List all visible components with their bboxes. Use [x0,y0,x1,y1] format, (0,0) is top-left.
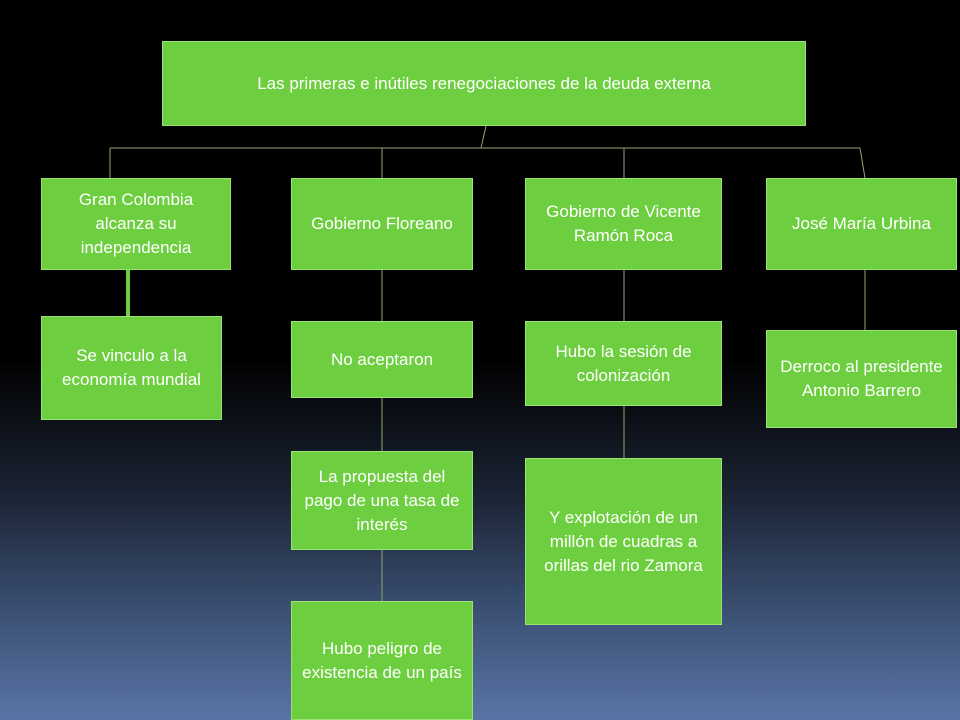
branch-4-item-1: Derroco al presidente Antonio Barrero [766,330,957,428]
branch-1-heading: Gran Colombia alcanza su independencia [41,178,231,270]
branch-2-item-1: No aceptaron [291,321,473,398]
branch-3-item-1: Hubo la sesión de colonización [525,321,722,406]
branch-3-item-2: Y explotación de un millón de cuadras a … [525,458,722,625]
branch-1-item-1: Se vinculo a la economía mundial [41,316,222,420]
connector-title-down [480,125,487,149]
branch-4-heading: José María Urbina [766,178,957,270]
branch-2-item-2: La propuesta del pago de una tasa de int… [291,451,473,550]
branch-2-heading: Gobierno Floreano [291,178,473,270]
branch-3-heading: Gobierno de Vicente Ramón Roca [525,178,722,270]
title-box: Las primeras e inútiles renegociaciones … [162,41,806,126]
branch-2-item-3: Hubo peligro de existencia de un país [291,601,473,720]
connector-branch-4 [859,147,866,179]
